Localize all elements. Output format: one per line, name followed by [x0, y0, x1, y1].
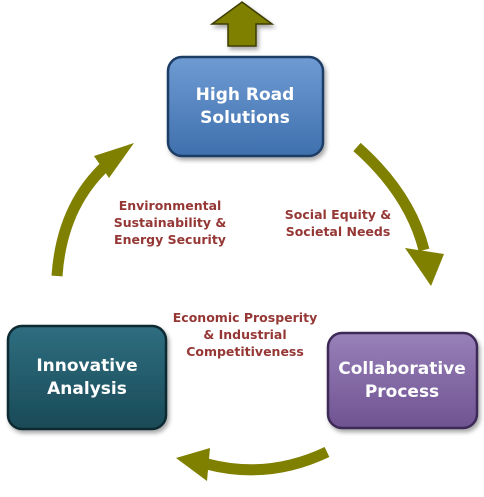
- node-title: High Road: [196, 85, 295, 105]
- note-environmental: Environmental Sustainability & Energy Se…: [114, 198, 227, 247]
- node-title: Analysis: [47, 379, 127, 399]
- note-line: Sustainability &: [114, 215, 227, 230]
- node-title: Process: [365, 382, 439, 402]
- node-collaborative-process: Collaborative Process: [326, 331, 479, 430]
- up-arrow-icon: [209, 1, 275, 47]
- note-line: Economic Prosperity: [173, 310, 317, 325]
- node-title: Innovative: [36, 356, 137, 376]
- note-line: Energy Security: [114, 232, 226, 247]
- note-line: Competitiveness: [186, 344, 304, 359]
- note-social: Social Equity & Societal Needs: [285, 207, 392, 239]
- node-innovative-analysis: Innovative Analysis: [6, 324, 168, 431]
- curved-arrow-icon: [176, 447, 330, 481]
- node-title: Collaborative: [338, 359, 466, 379]
- note-line: Environmental: [119, 198, 222, 213]
- note-line: Societal Needs: [286, 224, 391, 239]
- node-title: Solutions: [200, 108, 290, 128]
- curved-arrow-icon: [353, 142, 444, 286]
- curved-arrow-icon: [51, 143, 134, 277]
- note-line: Social Equity &: [285, 207, 392, 222]
- node-high-road-solutions: High Road Solutions: [166, 55, 325, 158]
- note-line: & Industrial: [203, 327, 286, 342]
- note-economic: Economic Prosperity & Industrial Competi…: [173, 310, 317, 359]
